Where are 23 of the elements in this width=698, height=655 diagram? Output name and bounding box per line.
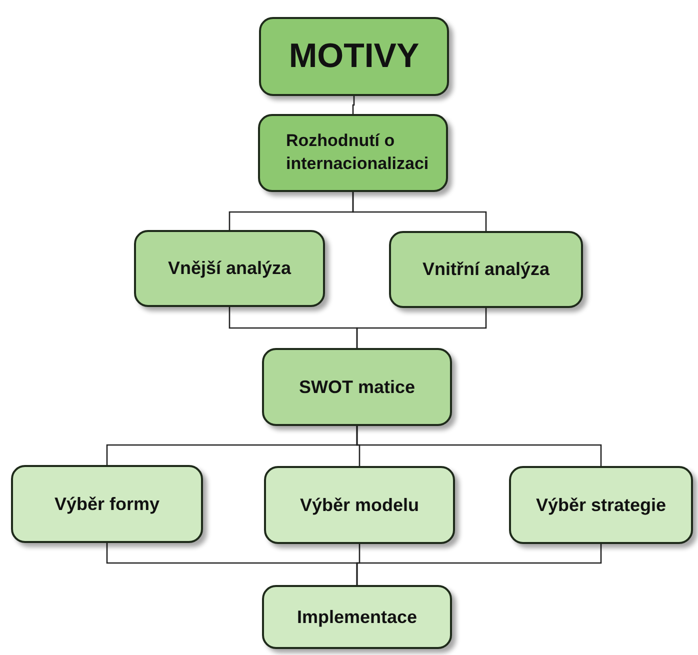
box-label: Vnitřní analýza xyxy=(422,258,550,282)
box-label: Výběr modelu xyxy=(300,494,420,517)
box-label: Výběr formy xyxy=(54,492,160,516)
box-label: Implementace xyxy=(296,606,418,629)
connector-line xyxy=(356,426,602,466)
process-box xyxy=(389,231,583,308)
box-label: SWOT matice xyxy=(298,376,416,399)
process-box xyxy=(264,466,455,544)
box-label: Výběr strategie xyxy=(536,494,666,517)
process-box xyxy=(259,17,449,96)
process-box xyxy=(258,114,448,192)
box-label: Vnější analýza xyxy=(168,257,292,280)
process-box xyxy=(11,465,203,543)
connector-line xyxy=(352,96,355,114)
box-label: MOTIVY xyxy=(288,36,420,77)
process-box xyxy=(262,348,452,426)
connector-line xyxy=(356,544,602,585)
process-box xyxy=(134,230,325,307)
connector-line xyxy=(352,192,487,231)
process-box xyxy=(509,466,693,544)
box-label: Rozhodnutí o internacionalizaci xyxy=(286,130,430,175)
connector-line xyxy=(356,308,487,348)
process-box xyxy=(262,585,452,649)
